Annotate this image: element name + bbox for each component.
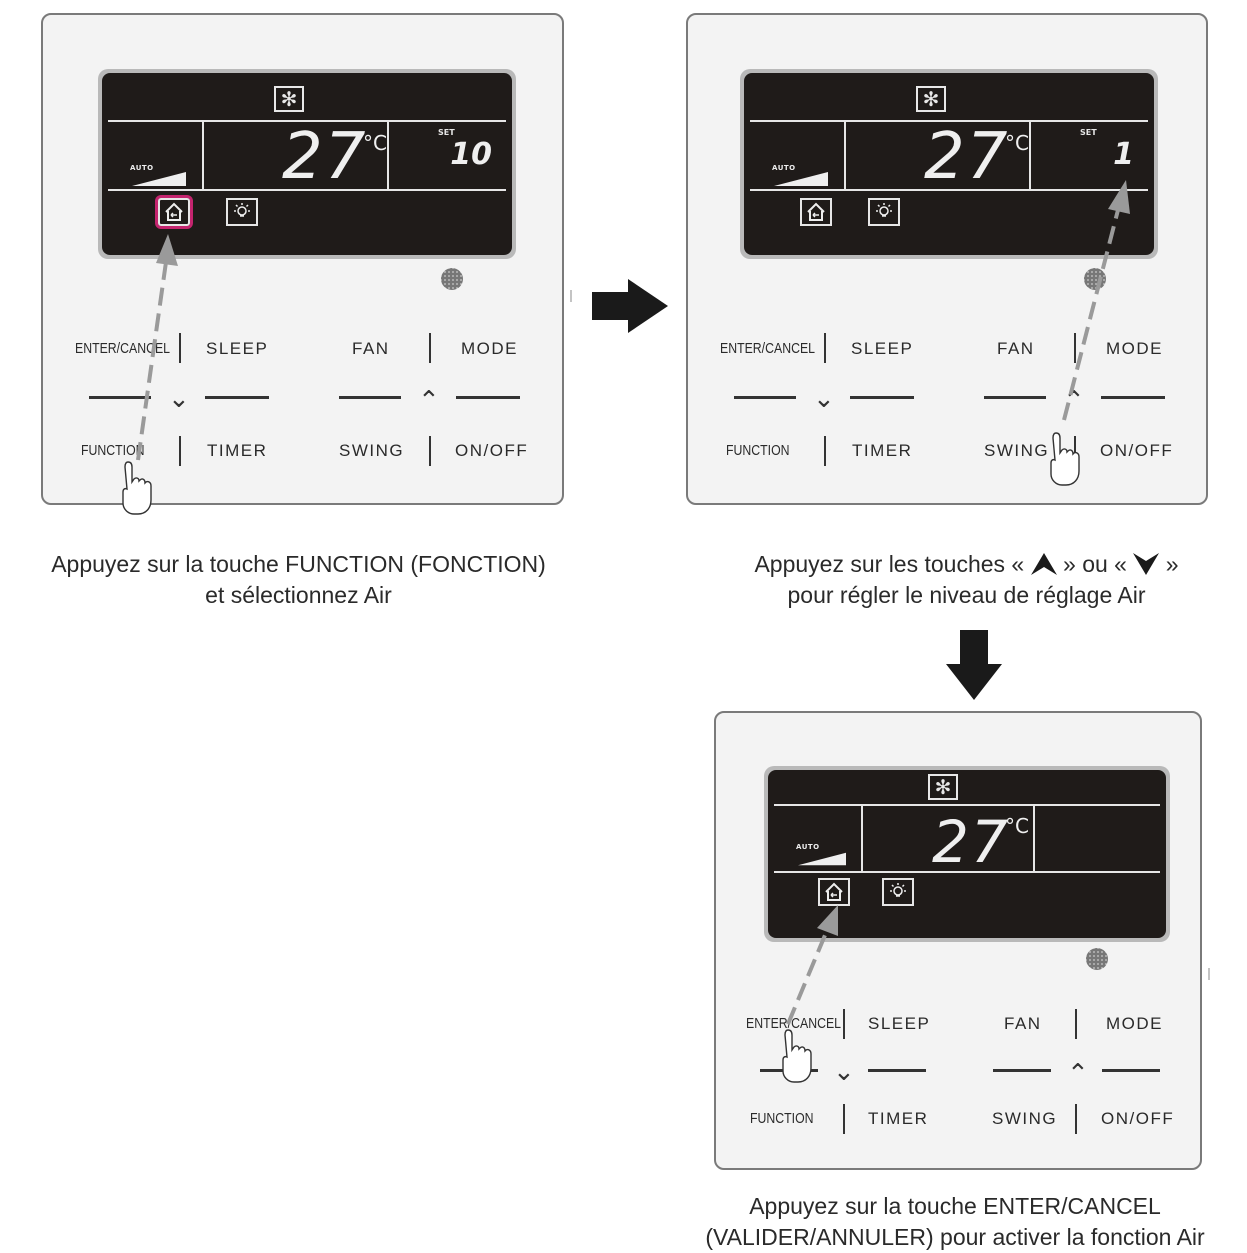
caption-line-2: (VALIDER/ANNULER) pour activer la foncti… xyxy=(705,1224,1205,1250)
timer-button[interactable]: TIMER xyxy=(207,441,268,460)
enter-cancel-button[interactable]: ENTER/CANCEL xyxy=(75,340,171,357)
snowflake-icon: ✻ xyxy=(928,774,958,800)
sleep-button[interactable]: SLEEP xyxy=(206,339,269,358)
light-icon xyxy=(882,878,914,906)
flow-arrow-down xyxy=(946,630,1002,700)
up-button[interactable]: ⌃ xyxy=(1067,1059,1089,1089)
down-button[interactable]: ⌄ xyxy=(168,384,190,414)
fan-button[interactable]: FAN xyxy=(997,339,1035,358)
lcd-display-frame: ✻ AUTO 27 °C SET 10 xyxy=(98,69,516,259)
set-label: SET xyxy=(438,128,455,137)
dashed-arrow-2 xyxy=(1062,180,1130,421)
sleep-button[interactable]: SLEEP xyxy=(851,339,914,358)
fan-speed-wedge xyxy=(774,172,828,186)
function-button[interactable]: FUNCTION xyxy=(750,1110,814,1127)
set-label: SET xyxy=(1080,128,1097,137)
mode-button[interactable]: MODE xyxy=(1106,1014,1163,1033)
down-button[interactable]: ⌄ xyxy=(833,1057,855,1087)
snowflake-icon: ✻ xyxy=(916,86,946,112)
light-icon xyxy=(868,198,900,226)
fan-button[interactable]: FAN xyxy=(352,339,390,358)
set-value: 10 xyxy=(450,137,492,172)
enter-cancel-button[interactable]: ENTER/CANCEL xyxy=(720,340,816,357)
temperature-unit: °C xyxy=(1005,814,1029,838)
fan-speed-wedge xyxy=(798,852,846,866)
temperature-value: 27 xyxy=(924,120,1010,194)
enter-cancel-button[interactable]: ENTER/CANCEL xyxy=(746,1015,842,1032)
caption-line-1: Appuyez sur les touches « » ou « » xyxy=(754,551,1179,577)
hand-pointer-icon xyxy=(122,461,152,515)
caption-step-2: Appuyez sur les touches « » ou « » pour … xyxy=(686,549,1247,611)
on-off-button[interactable]: ON/OFF xyxy=(1100,441,1174,460)
fan-auto-label: AUTO xyxy=(796,843,820,851)
fan-auto-label: AUTO xyxy=(772,164,796,172)
controller-panel-2: ✻ AUTO 27 °C SET 1 ENTER/CANCEL SLEEP FA… xyxy=(686,13,1208,505)
down-chevron-icon xyxy=(1133,553,1160,575)
speaker-grille-icon xyxy=(441,268,463,290)
mode-button[interactable]: MODE xyxy=(1106,339,1163,358)
swing-button[interactable]: SWING xyxy=(984,441,1050,460)
sleep-button[interactable]: SLEEP xyxy=(868,1014,931,1033)
lcd-display: ✻ AUTO 27 °C SET 10 xyxy=(102,73,512,255)
caption-line-1: Appuyez sur la touche FUNCTION (FONCTION… xyxy=(51,551,546,577)
temperature-value: 27 xyxy=(282,120,368,194)
temperature-value: 27 xyxy=(932,808,1010,876)
air-house-icon xyxy=(818,878,850,906)
caption-line-1: Appuyez sur la touche ENTER/CANCEL xyxy=(749,1193,1161,1219)
fan-speed-wedge xyxy=(132,172,186,186)
fan-button[interactable]: FAN xyxy=(1004,1014,1042,1033)
down-button[interactable]: ⌄ xyxy=(813,384,835,414)
caption-line-2: pour régler le niveau de réglage Air xyxy=(787,582,1146,608)
dashed-arrow-1 xyxy=(136,234,178,461)
on-off-button[interactable]: ON/OFF xyxy=(455,441,529,460)
up-chevron-icon xyxy=(1030,553,1057,575)
speaker-grille-icon xyxy=(1086,948,1108,970)
temperature-unit: °C xyxy=(363,131,387,155)
controller-panel-1: ✻ AUTO 27 °C SET 10 ENTER/CANCEL SLEEP F… xyxy=(41,13,564,505)
caption-step-1: Appuyez sur la touche FUNCTION (FONCTION… xyxy=(0,549,597,611)
function-button[interactable]: FUNCTION xyxy=(81,442,145,459)
lcd-display-frame: ✻ AUTO 27 °C SET 1 xyxy=(740,69,1158,259)
up-button[interactable]: ⌃ xyxy=(418,386,440,416)
mode-button[interactable]: MODE xyxy=(461,339,518,358)
timer-button[interactable]: TIMER xyxy=(868,1109,929,1128)
temperature-unit: °C xyxy=(1005,131,1029,155)
on-off-button[interactable]: ON/OFF xyxy=(1101,1109,1175,1128)
lcd-display: ✻ AUTO 27 °C SET 1 xyxy=(744,73,1154,255)
air-house-icon xyxy=(158,198,190,226)
fan-auto-label: AUTO xyxy=(130,164,154,172)
timer-button[interactable]: TIMER xyxy=(852,441,913,460)
swing-button[interactable]: SWING xyxy=(339,441,405,460)
hand-pointer-icon xyxy=(1050,432,1080,486)
caption-step-3: Appuyez sur la touche ENTER/CANCEL (VALI… xyxy=(640,1191,1247,1253)
snowflake-icon: ✻ xyxy=(274,86,304,112)
dashed-arrow-3 xyxy=(786,905,838,1025)
set-value: 1 xyxy=(1113,137,1134,172)
swing-button[interactable]: SWING xyxy=(992,1109,1058,1128)
controller-panel-3: ✻ AUTO 27 °C ENTER/CANCEL SLEEP FAN MODE… xyxy=(714,711,1202,1170)
flow-arrow-right xyxy=(592,279,668,333)
light-icon xyxy=(226,198,258,226)
hand-pointer-icon xyxy=(782,1029,812,1083)
function-button[interactable]: FUNCTION xyxy=(726,442,790,459)
air-house-icon xyxy=(800,198,832,226)
caption-line-2: et sélectionnez Air xyxy=(205,582,392,608)
